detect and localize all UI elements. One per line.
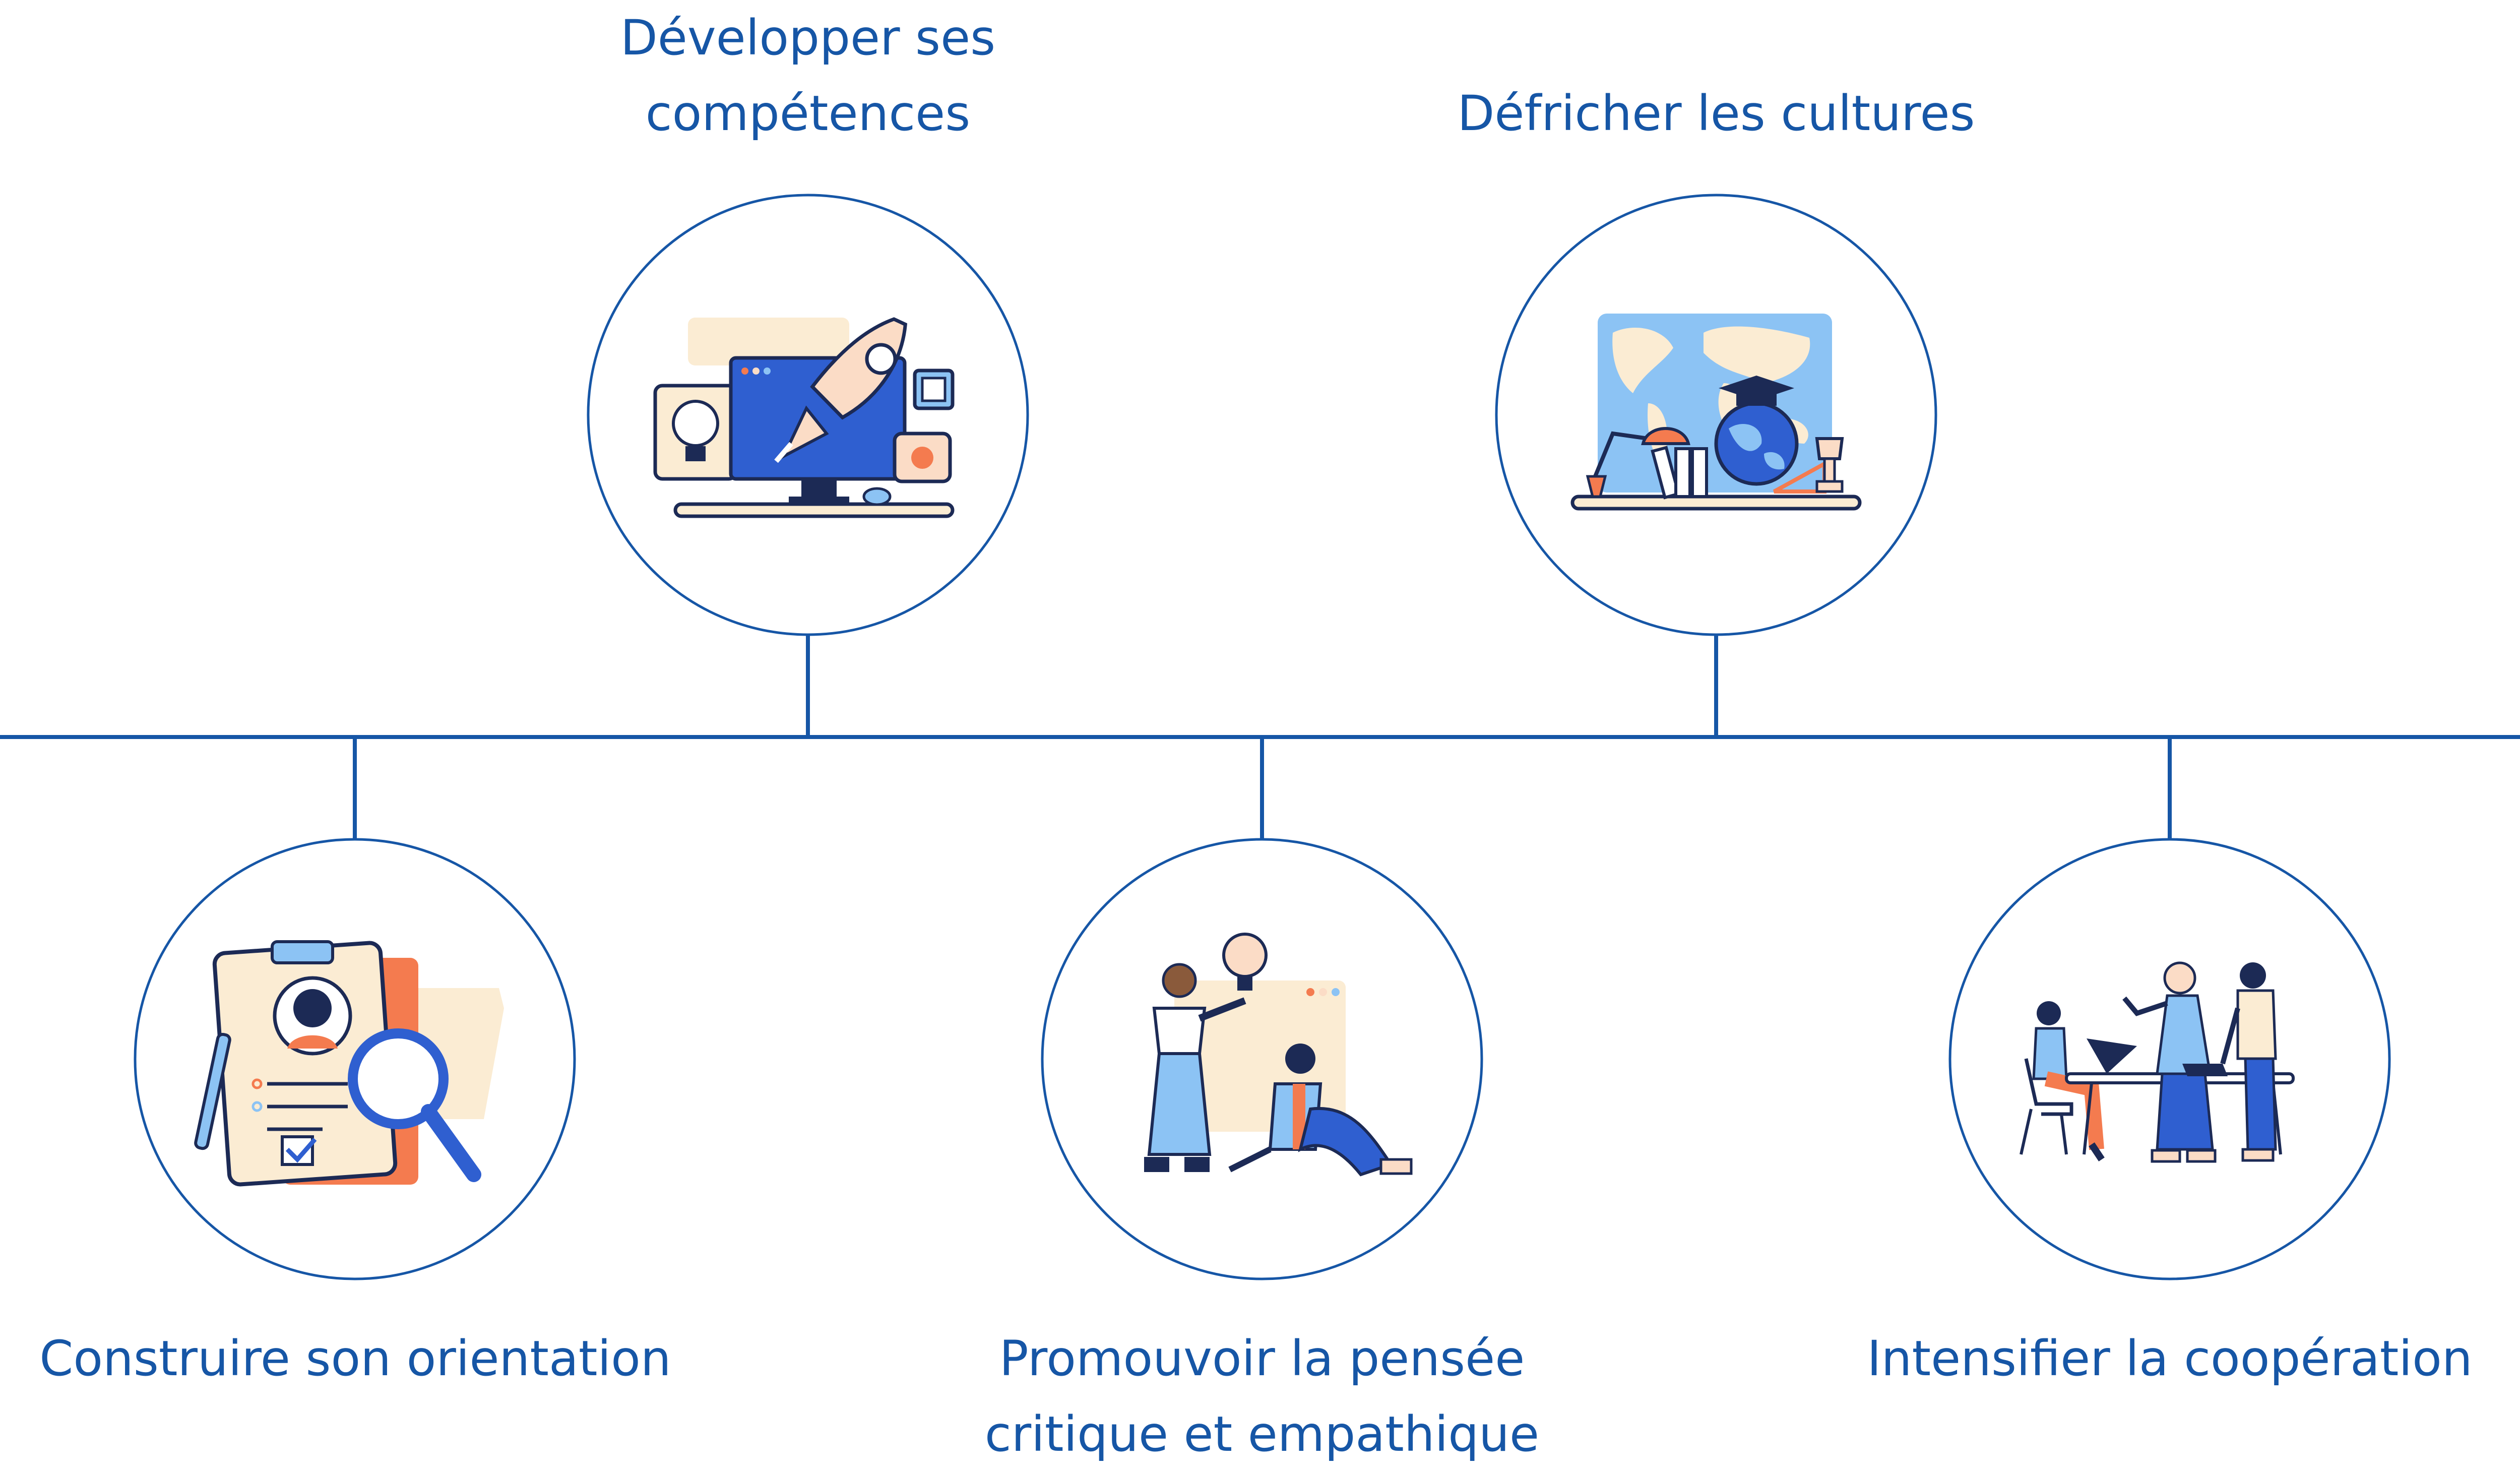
- rocket-computer-icon: [653, 317, 955, 518]
- node-defricher: [1495, 194, 1937, 636]
- node-promouvoir: [1041, 838, 1483, 1280]
- label-promouvoir: Promouvoir la pensée critique et empathi…: [984, 1330, 1540, 1462]
- node-intensifier: [1948, 838, 2391, 1280]
- team-meeting-icon: [2020, 961, 2295, 1163]
- profile-magnifier-icon: [194, 940, 504, 1187]
- label-developper: Développer ses compétences: [620, 10, 996, 142]
- world-map-globe-icon: [1570, 314, 1862, 511]
- node-construire: [134, 838, 576, 1280]
- label-defricher: Défricher les cultures: [1457, 85, 1975, 142]
- label-intensifier: Intensifier la coopération: [1867, 1330, 2473, 1387]
- label-construire: Construire son orientation: [39, 1330, 671, 1387]
- node-developper: [587, 194, 1029, 636]
- people-lightbulb-icon: [1144, 933, 1413, 1177]
